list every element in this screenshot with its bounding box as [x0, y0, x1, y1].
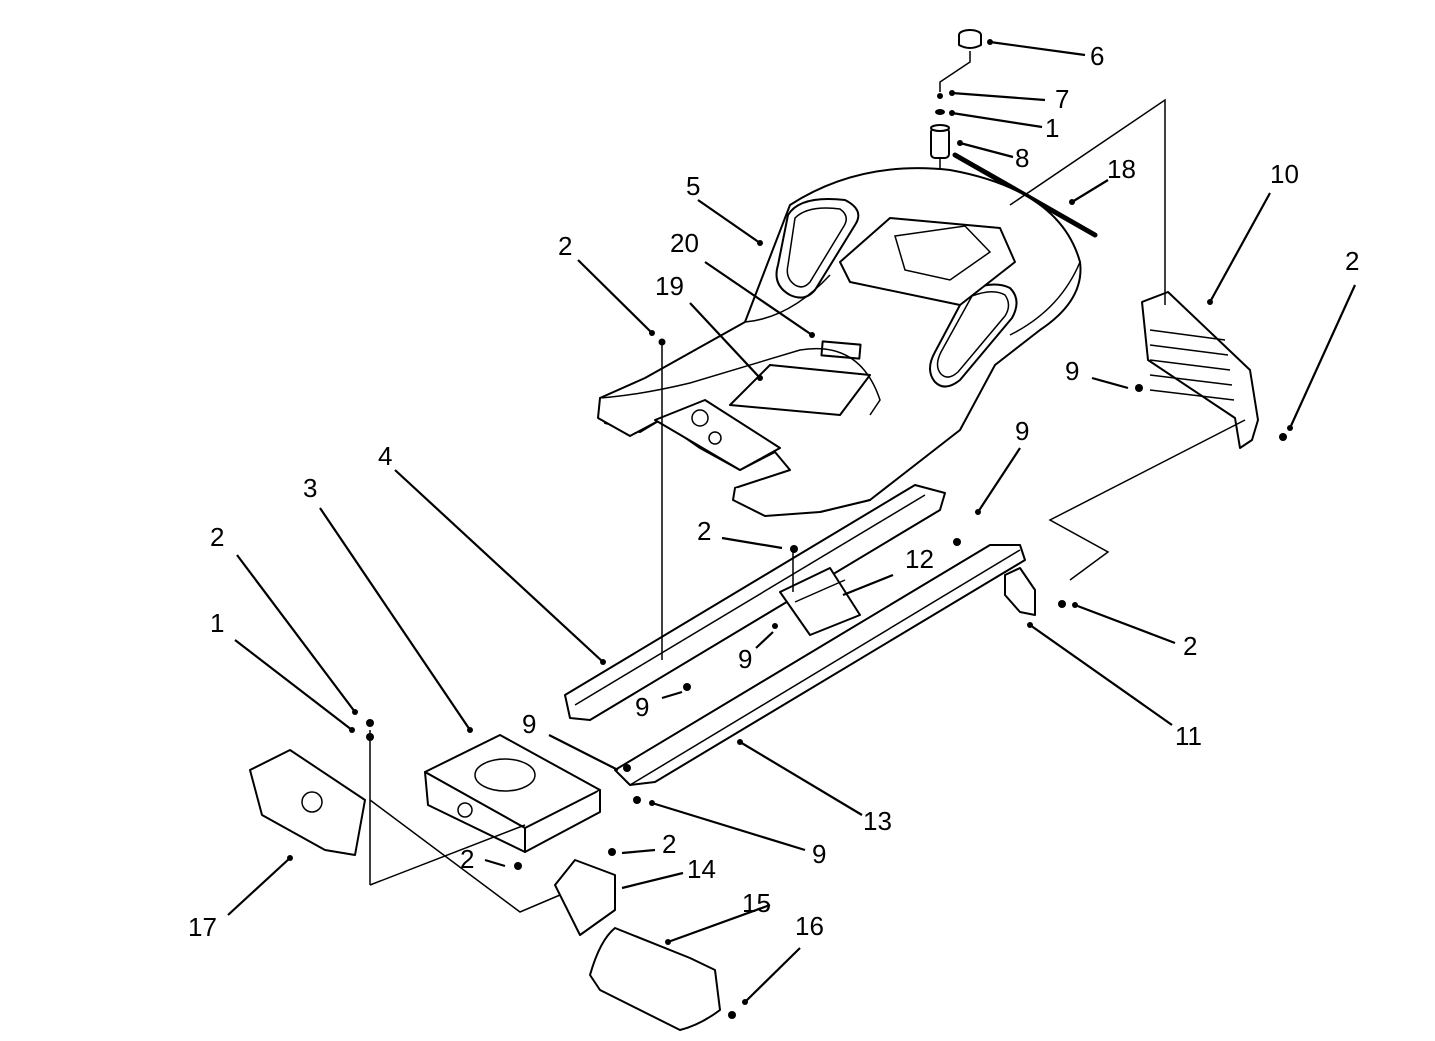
part-rear-panel — [1141, 291, 1259, 449]
callout-14: 14 — [687, 854, 716, 884]
callout-12: 12 — [905, 544, 934, 574]
callout-11: 11 — [1175, 721, 1202, 751]
callout-2: 2 — [1345, 246, 1359, 276]
callout-2: 2 — [460, 844, 474, 874]
washer-1 — [935, 109, 945, 115]
callout-10: 10 — [1270, 159, 1299, 189]
fasteners — [366, 338, 1287, 1019]
part-front-grille — [249, 749, 366, 856]
callout-5: 5 — [686, 171, 700, 201]
callout-labels: 6 7 1 8 18 5 10 2 20 2 19 9 9 4 3 2 12 2… — [188, 41, 1359, 942]
callout-2: 2 — [697, 516, 711, 546]
callout-9: 9 — [635, 692, 649, 722]
callout-7: 7 — [1055, 84, 1069, 114]
part-frame-rail-left — [564, 484, 946, 721]
callout-2: 2 — [662, 829, 676, 859]
callout-6: 6 — [1090, 41, 1104, 71]
part-front-plate — [424, 734, 601, 853]
callout-2: 2 — [210, 522, 224, 552]
part-knob — [939, 29, 982, 92]
callout-9: 9 — [738, 644, 752, 674]
callout-3: 3 — [303, 473, 317, 503]
part-front-bracket — [554, 859, 616, 936]
part-cross-member — [779, 567, 861, 636]
part-hood — [589, 927, 721, 1031]
callout-4: 4 — [378, 441, 392, 471]
callout-18: 18 — [1107, 154, 1136, 184]
callout-9: 9 — [1065, 356, 1079, 386]
decal-19 — [729, 364, 871, 416]
callout-2: 2 — [1183, 631, 1197, 661]
leader-lines — [227, 39, 1357, 1005]
callout-17: 17 — [188, 912, 217, 942]
callout-16: 16 — [795, 911, 824, 941]
callout-2: 2 — [558, 231, 572, 261]
screw-7 — [937, 93, 943, 99]
callout-19: 19 — [655, 271, 684, 301]
part-fender — [597, 167, 1082, 517]
callout-15: 15 — [742, 888, 771, 918]
part-bracket — [1004, 567, 1036, 616]
part-frame-rail-right — [614, 544, 1026, 786]
callout-9: 9 — [522, 709, 536, 739]
callout-13: 13 — [863, 806, 892, 836]
callout-1: 1 — [210, 608, 224, 638]
callout-9: 9 — [812, 839, 826, 869]
callout-8: 8 — [1015, 143, 1029, 173]
callout-9: 9 — [1015, 416, 1029, 446]
assembly-lines — [369, 98, 1246, 913]
callout-1: 1 — [1045, 113, 1059, 143]
callout-20: 20 — [670, 228, 699, 258]
